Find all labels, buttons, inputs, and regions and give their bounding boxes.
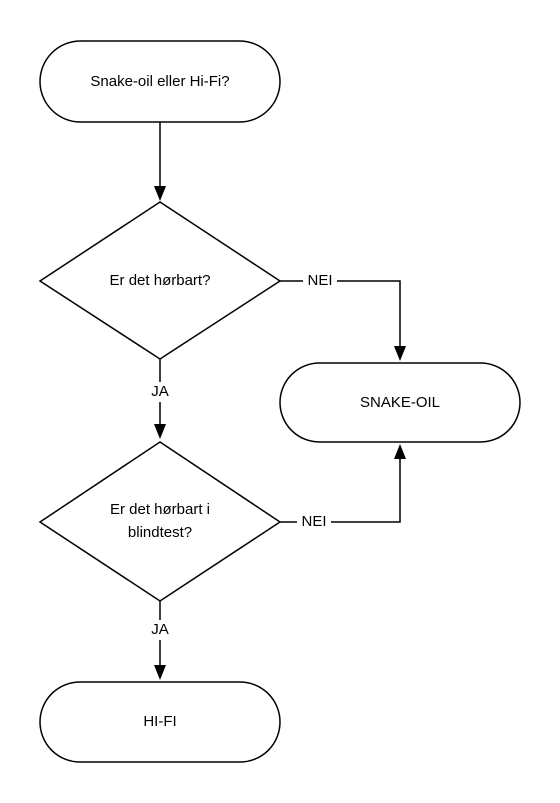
decision-1-diamond: Er det hørbart? xyxy=(38,201,282,360)
start-terminal: Snake-oil eller Hi-Fi? xyxy=(39,40,281,123)
decision-1-label: Er det hørbart? xyxy=(110,272,211,289)
edge-decision-1-no xyxy=(280,280,406,361)
edge-label-decision-2-no: NEI xyxy=(297,512,331,532)
snake-oil-terminal: SNAKE-OIL xyxy=(279,362,521,443)
edge-label-decision-2-yes-text: JA xyxy=(151,621,169,638)
decision-2-label-line-2: blindtest? xyxy=(128,524,192,541)
start-terminal-label: Snake-oil eller Hi-Fi? xyxy=(90,73,229,90)
edge-start-to-decision-1 xyxy=(154,122,166,201)
edge-decision-2-yes xyxy=(154,601,166,680)
decision-2-label-line-1: Er det hørbart i xyxy=(110,501,210,518)
edge-label-decision-1-yes-text: JA xyxy=(151,383,169,400)
decision-2-diamond: Er det hørbart i blindtest? xyxy=(38,441,282,602)
edge-label-decision-2-yes: JA xyxy=(148,620,172,640)
hifi-label: HI-FI xyxy=(143,713,176,730)
edge-label-decision-1-no: NEI xyxy=(303,271,337,291)
edge-label-decision-1-yes: JA xyxy=(148,382,172,402)
hifi-terminal: HI-FI xyxy=(39,681,281,763)
snake-oil-label: SNAKE-OIL xyxy=(360,394,440,411)
edge-decision-2-no xyxy=(280,444,406,523)
edge-label-decision-1-no-text: NEI xyxy=(307,272,332,289)
edge-label-decision-2-no-text: NEI xyxy=(301,513,326,530)
